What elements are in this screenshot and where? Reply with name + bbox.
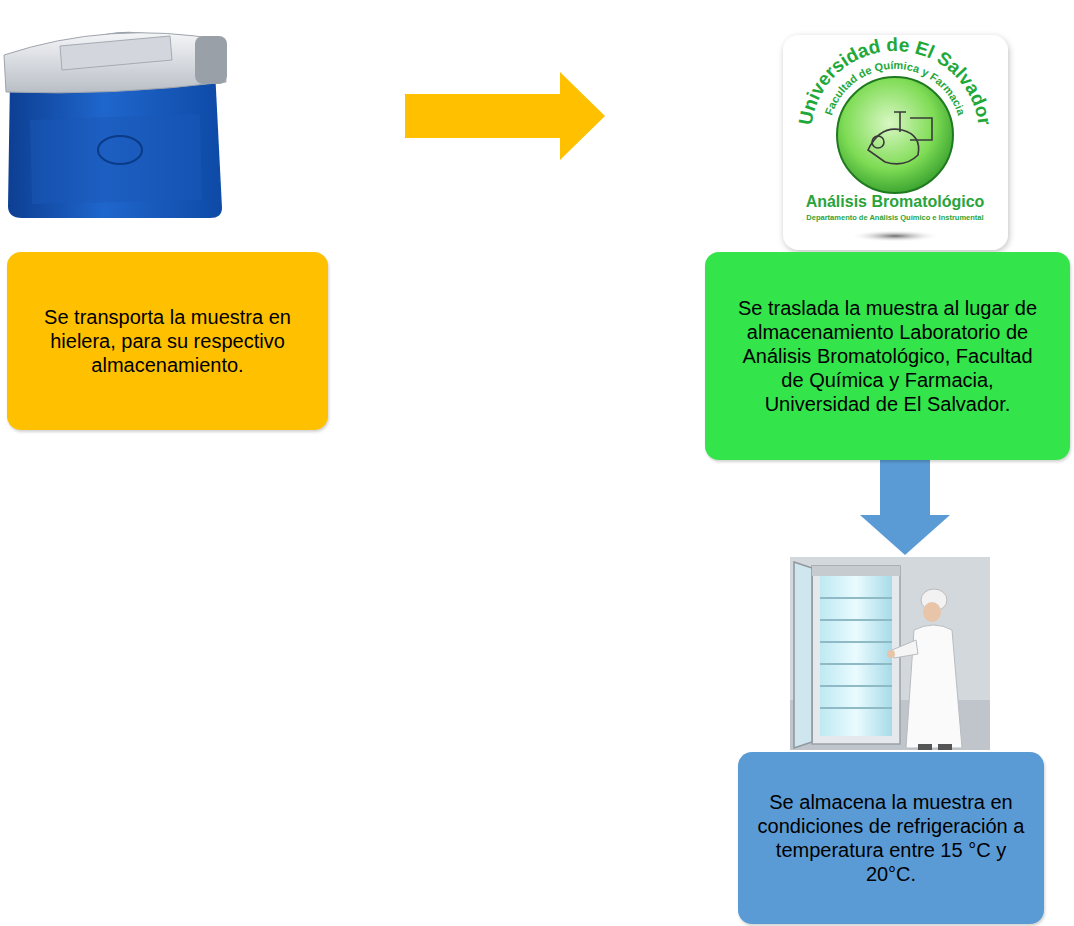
logo-text: Facultad de Química y Farmacia <box>822 59 968 118</box>
process-box: Se transporta la muestra en hielera, par… <box>7 252 328 430</box>
process-box: Se almacena la muestra en condiciones de… <box>738 752 1044 924</box>
process-box: Se traslada la muestra al lugar de almac… <box>705 252 1070 460</box>
logo-text: Universidad de El Salvador <box>795 34 996 127</box>
cooler-illustration <box>4 33 227 218</box>
box-text: Se transporta la muestra en hielera, par… <box>37 305 298 377</box>
box-text: Se traslada la muestra al lugar de almac… <box>729 296 1046 416</box>
university-logo: Universidad de El SalvadorFacultad de Qu… <box>783 34 1008 250</box>
block-arrow <box>405 72 605 160</box>
box-text: Se almacena la muestra en condiciones de… <box>752 790 1030 886</box>
block-arrow <box>860 460 950 555</box>
logo-text: Departamento de Análisis Químico e Instr… <box>806 213 983 222</box>
refrigerator-illustration <box>790 557 990 750</box>
logo-text: Análisis Bromatológico <box>806 193 985 210</box>
